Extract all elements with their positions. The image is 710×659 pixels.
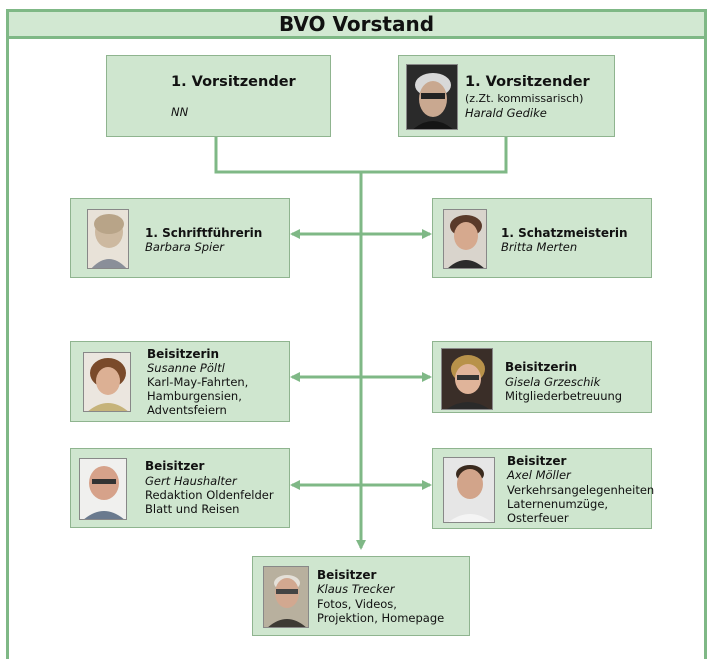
- node-name: Susanne Pöltl: [147, 361, 225, 375]
- chart-title: BVO Vorstand: [6, 9, 707, 39]
- node-name: Barbara Spier: [145, 240, 225, 254]
- node-name: Harald Gedike: [465, 106, 547, 120]
- node-vorsitzender-gedike: 1. Vorsitzender (z.Zt. kommissarisch) Ha…: [398, 55, 615, 137]
- node-duty: Karl-May-Fahrten,: [147, 375, 249, 389]
- node-duty: Redaktion Oldenfelder: [145, 488, 274, 502]
- portrait-silhouette: [268, 575, 306, 627]
- node-duty: Osterfeuer: [507, 511, 569, 525]
- portrait-photo: [83, 352, 131, 412]
- portrait-photo: [443, 457, 495, 523]
- node-role: Beisitzer: [145, 459, 205, 473]
- portrait-silhouette: [413, 73, 453, 129]
- node-beisitzer-haushalter: Beisitzer Gert Haushalter Redaktion Olde…: [70, 448, 290, 528]
- node-name: Axel Möller: [507, 468, 571, 482]
- portrait-photo: [406, 64, 458, 130]
- node-duty: Fotos, Videos,: [317, 597, 397, 611]
- node-role: 1. Vorsitzender: [465, 74, 590, 90]
- portrait-silhouette: [448, 465, 492, 522]
- portrait-silhouette: [91, 214, 127, 268]
- node-role: 1. Schriftführerin: [145, 226, 263, 240]
- portrait-photo: [441, 348, 493, 410]
- node-note: (z.Zt. kommissarisch): [465, 92, 584, 105]
- connector-top: [214, 137, 508, 174]
- portrait-silhouette: [88, 358, 128, 411]
- node-duty: Mitgliederbetreuung: [505, 389, 623, 403]
- portrait-photo: [87, 209, 129, 269]
- node-duty: Hamburgensien,: [147, 389, 242, 403]
- node-vorsitzender-nn: 1. Vorsitzender NN: [106, 55, 331, 137]
- portrait-photo: [263, 566, 309, 628]
- node-beisitzer-trecker: Beisitzer Klaus Trecker Fotos, Videos, P…: [252, 556, 470, 636]
- node-duty: Adventsfeiern: [147, 403, 227, 417]
- portrait-silhouette: [84, 466, 124, 519]
- node-name: NN: [171, 105, 189, 119]
- node-name: Klaus Trecker: [317, 582, 395, 596]
- node-schatzmeisterin: 1. Schatzmeisterin Britta Merten: [432, 198, 652, 278]
- portrait-photo: [79, 458, 127, 520]
- node-name: Gisela Grzeschik: [505, 375, 601, 389]
- node-schriftfuehrerin: 1. Schriftführerin Barbara Spier: [70, 198, 290, 278]
- node-role: Beisitzer: [507, 454, 567, 468]
- node-role: 1. Schatzmeisterin: [501, 226, 628, 240]
- portrait-silhouette: [447, 355, 489, 409]
- node-role: Beisitzer: [317, 568, 377, 582]
- portrait-silhouette: [448, 215, 484, 268]
- node-beisitzerin-grzeschik: Beisitzerin Gisela Grzeschik Mitgliederb…: [432, 341, 652, 413]
- node-duty: Verkehrsangelegenheiten: [507, 483, 655, 497]
- node-role: Beisitzerin: [505, 360, 578, 374]
- node-duty: Blatt und Reisen: [145, 502, 240, 516]
- node-name: Gert Haushalter: [145, 474, 237, 488]
- node-beisitzer-moeller: Beisitzer Axel Möller Verkehrsangelegenh…: [432, 448, 655, 529]
- node-name: Britta Merten: [501, 240, 578, 254]
- node-role: Beisitzerin: [147, 347, 220, 361]
- portrait-photo: [443, 209, 487, 269]
- node-duty: Laternenumzüge,: [507, 497, 609, 511]
- node-duty: Projektion, Homepage: [317, 611, 445, 625]
- node-role: 1. Vorsitzender: [171, 74, 296, 90]
- node-beisitzerin-poeltl: Beisitzerin Susanne Pöltl Karl-May-Fahrt…: [70, 341, 290, 422]
